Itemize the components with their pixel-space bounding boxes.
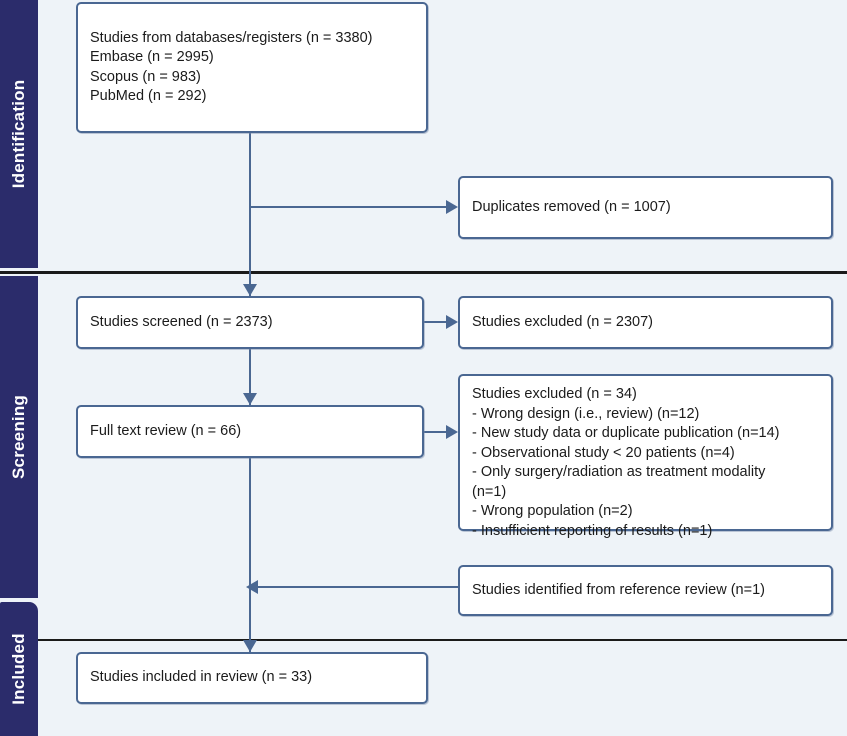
connector-fulltext-to-excluded xyxy=(424,431,448,433)
connector-fulltext-to-included xyxy=(249,458,251,652)
phase-rail-identification: Identification xyxy=(0,0,38,268)
arrowhead-down-included-icon xyxy=(243,640,257,652)
phase-rail-screening: Screening xyxy=(0,276,38,598)
arrowhead-right-excluded-screened-icon xyxy=(446,315,458,329)
connector-reference-to-spine xyxy=(258,586,458,588)
phase-label-screening: Screening xyxy=(9,395,28,479)
node-text-duplicates-removed: Duplicates removed (n = 1007) xyxy=(472,198,671,215)
node-box-duplicates-removed: Duplicates removed (n = 1007) xyxy=(458,176,833,239)
node-box-studies-excluded-fulltext: Studies excluded (n = 34) - Wrong design… xyxy=(458,374,833,539)
node-box-studies-screened: Studies screened (n = 2373) xyxy=(76,296,424,349)
connector-sources-to-duplicates xyxy=(250,206,448,208)
node-text-studies-excluded-fulltext: Studies excluded (n = 34) - Wrong design… xyxy=(472,386,780,539)
node-text-studies-excluded-screening: Studies excluded (n = 2307) xyxy=(472,313,653,330)
node-text-studies-screened: Studies screened (n = 2373) xyxy=(90,313,273,330)
node-text-full-text-review: Full text review (n = 66) xyxy=(90,422,242,439)
node-text-studies-included: Studies included in review (n = 33) xyxy=(90,669,313,686)
node-text-sources: Studies from databases/registers (n = 33… xyxy=(90,29,373,105)
phase-label-identification: Identification xyxy=(9,79,28,189)
phase-divider-screening-included xyxy=(38,639,847,641)
connector-sources-to-screened xyxy=(249,133,251,296)
node-box-sources: Studies from databases/registers (n = 33… xyxy=(76,2,428,133)
node-box-reference-review: Studies identified from reference review… xyxy=(458,565,833,616)
connector-screened-to-excluded xyxy=(424,321,448,323)
node-box-studies-included: Studies included in review (n = 33) xyxy=(76,652,428,704)
node-text-reference-review: Studies identified from reference review… xyxy=(472,581,765,598)
arrowhead-right-duplicates-icon xyxy=(446,200,458,214)
arrowhead-left-reference-icon xyxy=(246,580,258,594)
phase-label-included: Included xyxy=(9,633,28,705)
phase-divider-identification-screening xyxy=(0,271,847,274)
arrowhead-down-screened-icon xyxy=(243,284,257,296)
node-box-studies-excluded-screening: Studies excluded (n = 2307) xyxy=(458,296,833,349)
node-box-full-text-review: Full text review (n = 66) xyxy=(76,405,424,458)
arrowhead-down-fulltext-icon xyxy=(243,393,257,405)
phase-rail-included: Included xyxy=(0,602,38,736)
connector-screened-to-fulltext xyxy=(249,349,251,405)
arrowhead-right-excluded-fulltext-icon xyxy=(446,425,458,439)
